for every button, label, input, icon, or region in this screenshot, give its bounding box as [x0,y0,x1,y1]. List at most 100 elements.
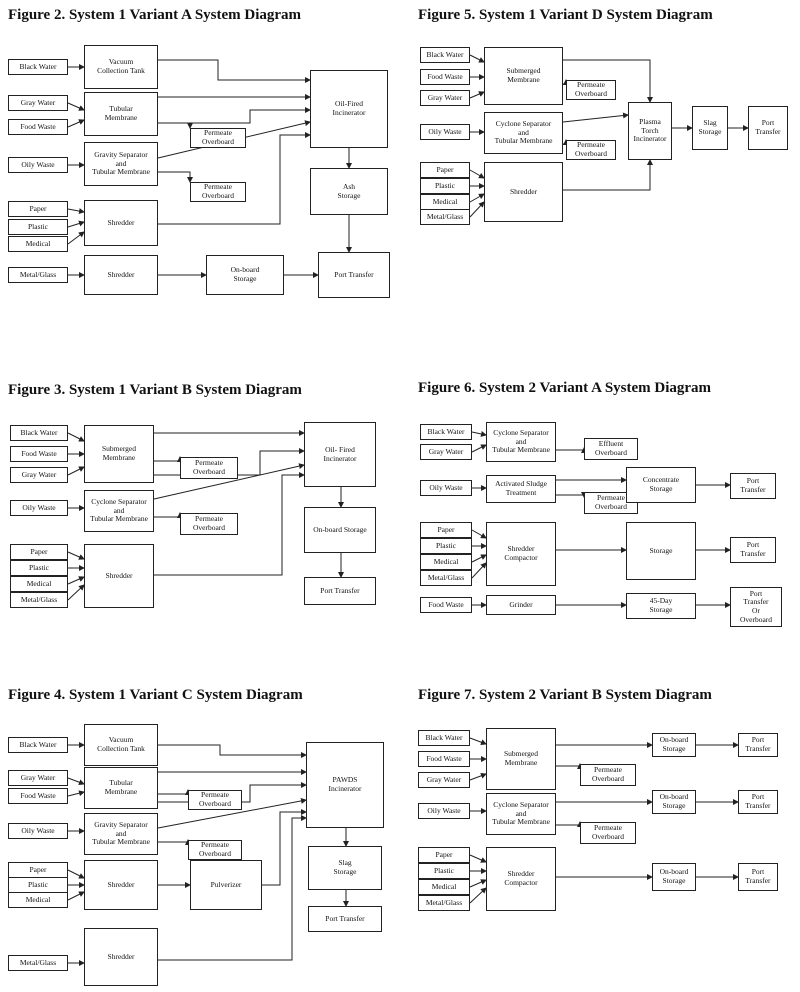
storage-box: Storage [626,522,696,580]
figure-5: Figure 5. System 1 Variant D System Diag… [400,0,800,330]
activated-sludge-box: Activated Sludge Treatment [486,475,556,503]
port-transfer-box: Port Transfer [730,473,776,499]
figure-4-title: Figure 4. System 1 Variant C System Diag… [8,687,303,703]
port-transfer-or-overboard-box: Port Transfer Or Overboard [730,587,782,627]
metal-glass-box: Metal/Glass [10,592,68,608]
food-waste-box: Food Waste [8,788,68,804]
shredder-compactor-box: Shredder Compactor [486,847,556,911]
gray-water-box: Gray Water [418,772,470,788]
submerged-membrane-box: Submerged Membrane [84,425,154,483]
plastic-box: Plastic [418,863,470,879]
permeate-overboard-box: Permeate Overboard [580,822,636,844]
gray-water-box: Gray Water [8,95,68,111]
permeate-overboard-box: Permeate Overboard [580,764,636,786]
figure-2-connectors [67,59,352,278]
black-water-box: Black Water [10,425,68,441]
medical-box: Medical [420,554,472,570]
pulverizer-box: Pulverizer [190,860,262,910]
submerged-membrane-box: Submerged Membrane [486,728,556,790]
oily-waste-box: Oily Waste [8,823,68,839]
cyclone-separator-box: Cyclone Separator and Tubular Membrane [484,112,563,154]
figure-6-title: Figure 6. System 2 Variant A System Diag… [418,380,712,396]
pawds-incinerator-box: PAWDS Incinerator [306,742,384,828]
shredder-compactor-box: Shredder Compactor [486,522,556,586]
ash-storage-box: Ash Storage [310,168,388,215]
grinder-box: Grinder [486,595,556,615]
cyclone-separator-box: Cyclone Separator and Tubular Membrane [84,490,154,532]
effluent-overboard-box: Effluent Overboard [584,438,638,460]
oil-fired-incinerator-box: Oil-Fired Incinerator [310,70,388,148]
paper-box: Paper [8,201,68,217]
food-waste-box: Food Waste [420,69,470,85]
food-waste-box: Food Waste [420,597,472,613]
permeate-overboard-box: Permeate Overboard [188,840,242,860]
shredder-box: Shredder [84,255,158,295]
permeate-overboard-box: Permeate Overboard [566,140,616,160]
metal-glass-box: Metal/Glass [418,895,470,911]
slag-storage-box: Slag Storage [308,846,382,890]
permeate-overboard-box: Permeate Overboard [566,80,616,100]
permeate-overboard-box: Permeate Overboard [584,492,638,514]
figure-3: Figure 3. System 1 Variant B System Diag… [0,375,400,655]
permeate-overboard-box: Permeate Overboard [188,790,242,810]
figure-6: Figure 6. System 2 Variant A System Diag… [400,375,800,660]
shredder-box: Shredder [84,544,154,608]
tubular-membrane-box: Tubular Membrane [84,92,158,136]
plastic-box: Plastic [8,219,68,235]
onboard-storage-box: On-board Storage [304,507,376,553]
port-transfer-box: Port Transfer [738,863,778,891]
food-waste-box: Food Waste [418,751,470,767]
port-transfer-box: Port Transfer [318,252,390,298]
figure-5-title: Figure 5. System 1 Variant D System Diag… [418,7,713,23]
vacuum-collection-tank-box: Vacuum Collection Tank [84,724,158,766]
oily-waste-box: Oily Waste [420,124,470,140]
black-water-box: Black Water [418,730,470,746]
metal-glass-box: Metal/Glass [8,955,68,971]
paper-box: Paper [418,847,470,863]
metal-glass-box: Metal/Glass [420,209,470,225]
figure-5-connectors [469,54,749,218]
medical-box: Medical [420,194,470,210]
tubular-membrane-box: Tubular Membrane [84,767,158,809]
medical-box: Medical [8,236,68,252]
black-water-box: Black Water [8,59,68,75]
submerged-membrane-box: Submerged Membrane [484,47,563,105]
vacuum-collection-tank-box: Vacuum Collection Tank [84,45,158,89]
medical-box: Medical [10,576,68,592]
black-water-box: Black Water [420,47,470,63]
permeate-overboard-box: Permeate Overboard [180,513,238,535]
onboard-storage-box: On-board Storage [206,255,284,295]
onboard-storage-box: On-board Storage [652,733,696,757]
permeate-overboard-box: Permeate Overboard [190,128,246,148]
figure-7: Figure 7. System 2 Variant B System Diag… [400,680,800,992]
figure-2: Figure 2. System 1 Variant A System Diag… [0,0,400,330]
cyclone-separator-box: Cyclone Separator and Tubular Membrane [486,793,556,835]
metal-glass-box: Metal/Glass [8,267,68,283]
food-waste-box: Food Waste [8,119,68,135]
figure-4: Figure 4. System 1 Variant C System Diag… [0,680,400,992]
oily-waste-box: Oily Waste [420,480,472,496]
oily-waste-box: Oily Waste [8,157,68,173]
port-transfer-box: Port Transfer [730,537,776,563]
shredder-box: Shredder [84,200,158,246]
paper-box: Paper [420,522,472,538]
plastic-box: Plastic [420,538,472,554]
gray-water-box: Gray Water [8,770,68,786]
port-transfer-box: Port Transfer [738,733,778,757]
plasma-torch-incinerator-box: Plasma Torch Incinerator [628,102,672,160]
paper-box: Paper [420,162,470,178]
figure-4-connectors [67,742,349,966]
gray-water-box: Gray Water [420,444,472,460]
gravity-separator-box: Gravity Separator and Tubular Membrane [84,813,158,855]
medical-box: Medical [418,879,470,895]
metal-glass-box: Metal/Glass [420,570,472,586]
port-transfer-box: Port Transfer [304,577,376,605]
medical-box: Medical [8,892,68,908]
paper-box: Paper [10,544,68,560]
paper-box: Paper [8,862,68,878]
onboard-storage-box: On-board Storage [652,790,696,814]
food-waste-box: Food Waste [10,446,68,462]
shredder-box: Shredder [84,928,158,986]
port-transfer-box: Port Transfer [308,906,382,932]
shredder-box: Shredder [484,162,563,222]
